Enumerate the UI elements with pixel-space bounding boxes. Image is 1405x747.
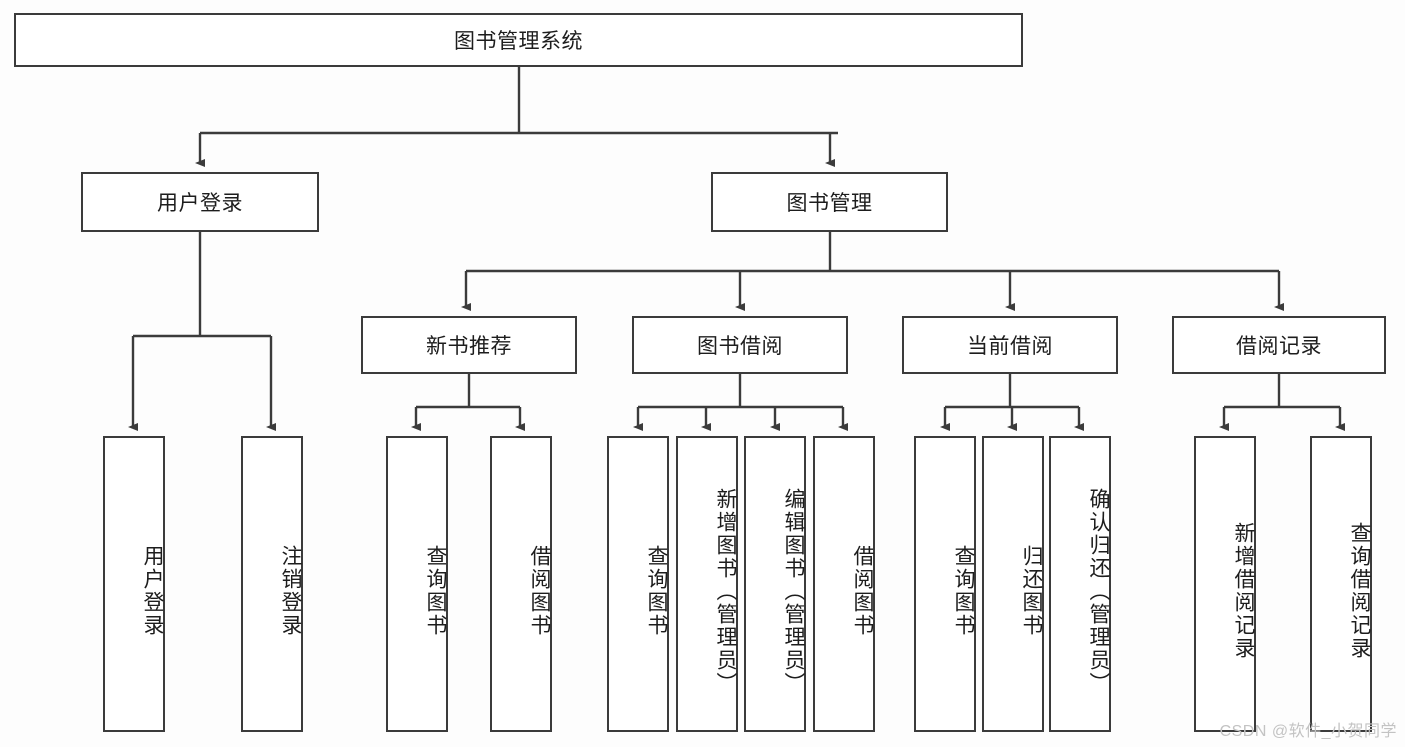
- node-root-system[interactable]: 图书管理系统: [14, 13, 1023, 67]
- node-user-login[interactable]: 用户登录: [81, 172, 319, 232]
- node-label: 新增图书（管理员）: [714, 487, 737, 695]
- leaf-query-book-borrow[interactable]: 查询图书: [607, 436, 669, 732]
- node-label: 编辑图书（管理员）: [782, 487, 805, 695]
- node-book-management[interactable]: 图书管理: [711, 172, 948, 232]
- node-label: 查询图书: [952, 545, 975, 637]
- watermark: CSDN @软件_小贺同学: [1219, 723, 1397, 740]
- leaf-query-book-current[interactable]: 查询图书: [914, 436, 976, 732]
- node-label: 归还图书: [1020, 545, 1043, 637]
- node-label: 新书推荐: [426, 335, 512, 358]
- leaf-query-borrow-record[interactable]: 查询借阅记录: [1310, 436, 1372, 732]
- node-label: 图书借阅: [697, 335, 783, 358]
- leaf-add-book-admin[interactable]: 新增图书（管理员）: [676, 436, 738, 732]
- node-label: 用户登录: [157, 192, 243, 215]
- node-book-borrow[interactable]: 图书借阅: [632, 316, 848, 374]
- node-label: 新增借阅记录: [1232, 522, 1255, 660]
- node-label: 查询图书: [424, 545, 447, 637]
- leaf-logout-login[interactable]: 注销登录: [241, 436, 303, 732]
- node-label: 借阅图书: [528, 545, 551, 637]
- node-label: 查询图书: [645, 545, 668, 637]
- node-borrow-record[interactable]: 借阅记录: [1172, 316, 1386, 374]
- node-label: 借阅记录: [1236, 335, 1322, 358]
- node-label: 确认归还（管理员）: [1087, 487, 1110, 695]
- leaf-edit-book-admin[interactable]: 编辑图书（管理员）: [744, 436, 806, 732]
- leaf-borrow-book[interactable]: 借阅图书: [813, 436, 875, 732]
- leaf-add-borrow-record[interactable]: 新增借阅记录: [1194, 436, 1256, 732]
- node-label: 注销登录: [279, 545, 302, 637]
- leaf-return-book[interactable]: 归还图书: [982, 436, 1044, 732]
- leaf-borrow-book-recommend[interactable]: 借阅图书: [490, 436, 552, 732]
- node-label: 查询借阅记录: [1348, 522, 1371, 660]
- node-label: 借阅图书: [851, 545, 874, 637]
- leaf-query-book-recommend[interactable]: 查询图书: [386, 436, 448, 732]
- node-current-borrow[interactable]: 当前借阅: [902, 316, 1118, 374]
- node-new-book-recommend[interactable]: 新书推荐: [361, 316, 577, 374]
- node-label: 当前借阅: [967, 335, 1053, 358]
- leaf-user-login[interactable]: 用户登录: [103, 436, 165, 732]
- node-label: 用户登录: [141, 545, 164, 637]
- node-label: 图书管理: [786, 192, 873, 215]
- leaf-confirm-return-admin[interactable]: 确认归还（管理员）: [1049, 436, 1111, 732]
- node-label: 图书管理系统: [454, 30, 583, 53]
